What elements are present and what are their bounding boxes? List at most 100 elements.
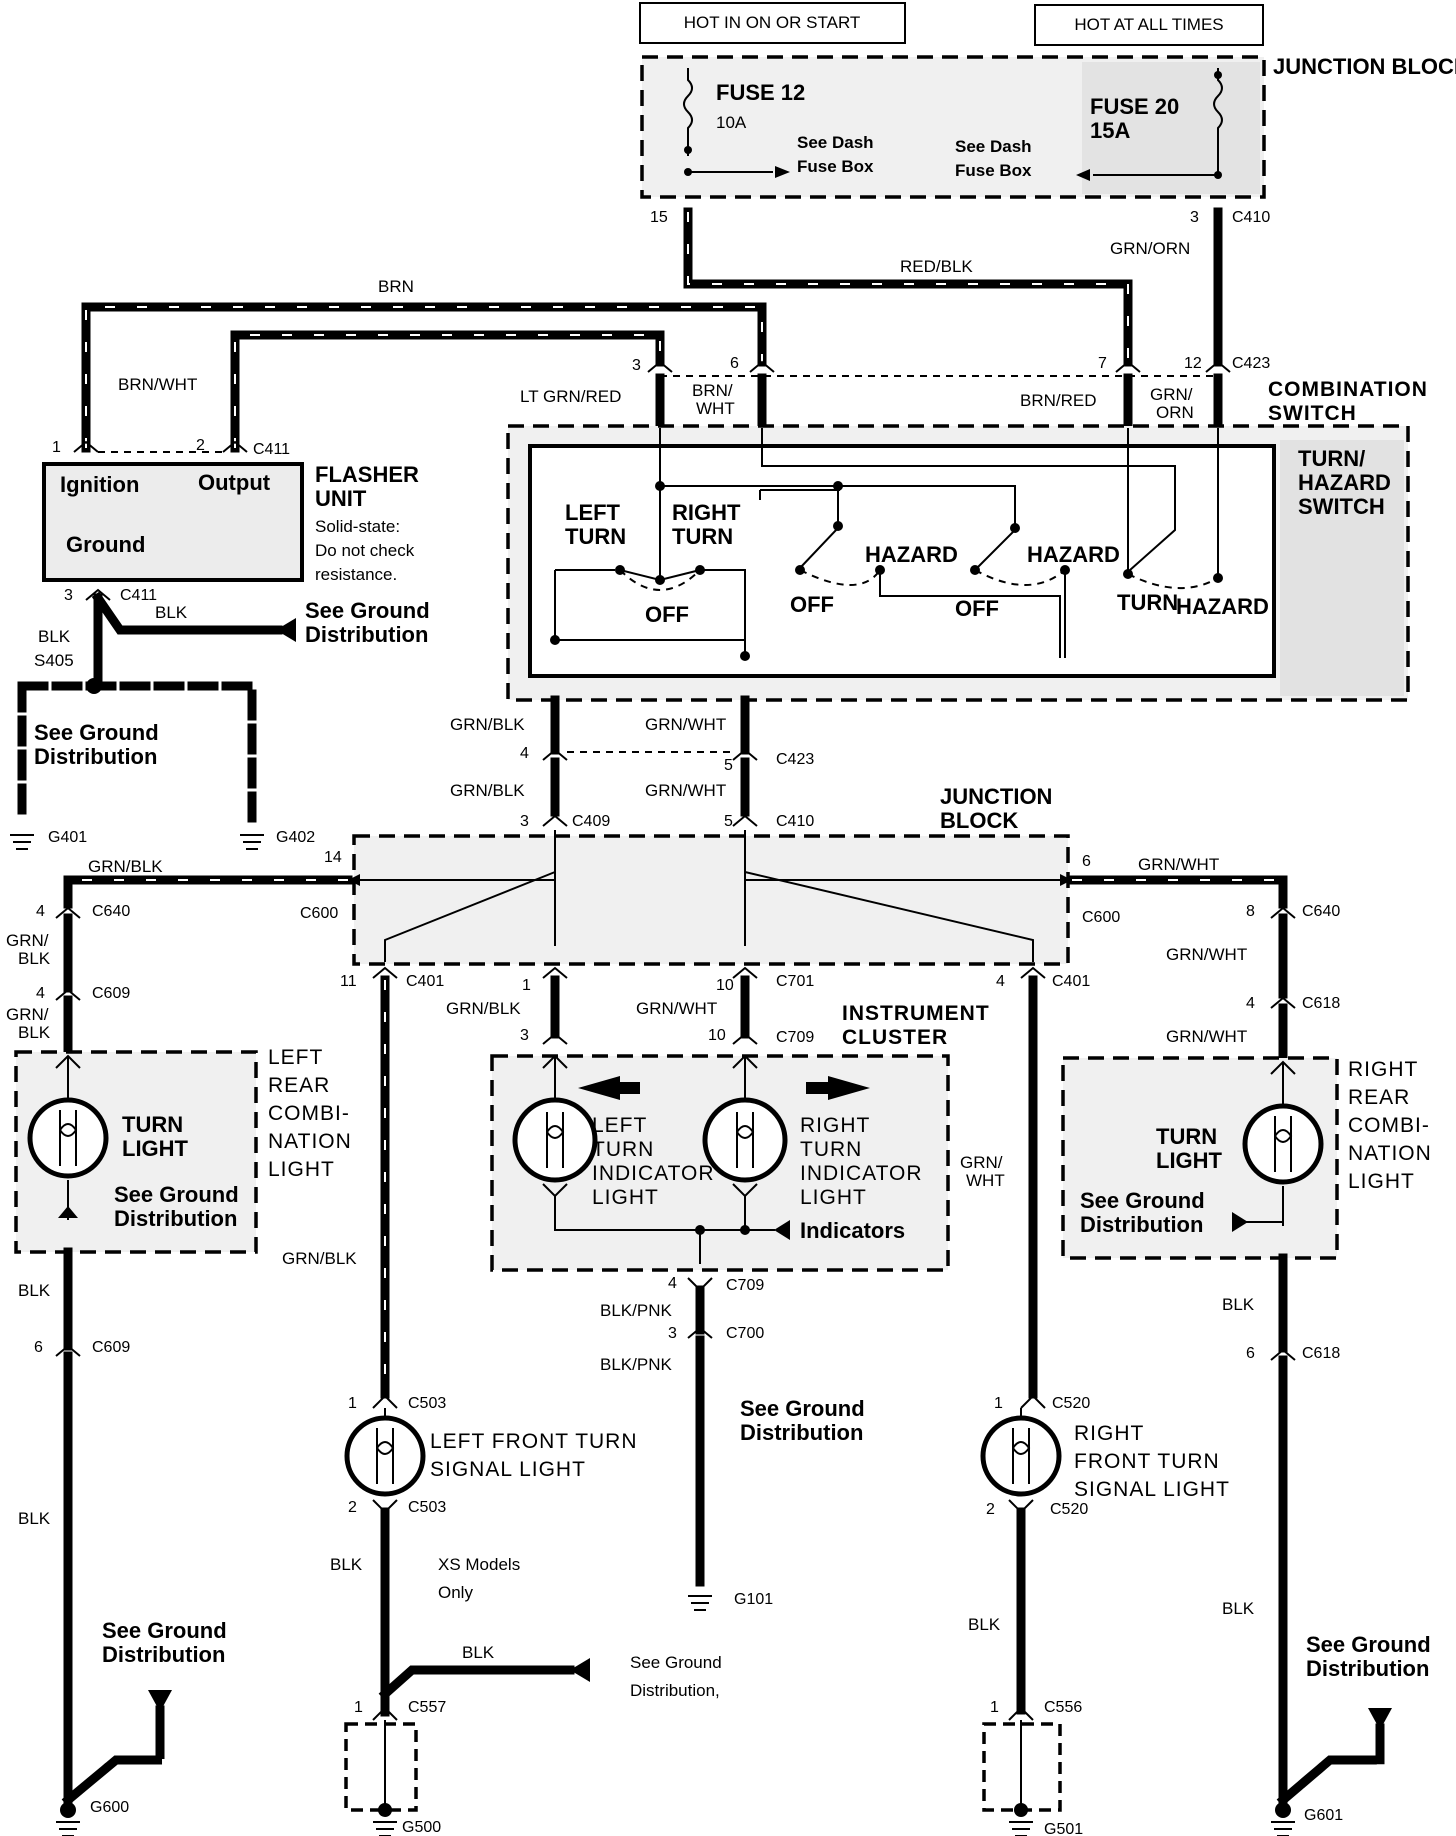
svg-text:C609: C609 (92, 1339, 130, 1356)
svg-text:GRN/WHT: GRN/WHT (1138, 855, 1219, 874)
svg-text:RED/BLK: RED/BLK (900, 257, 973, 276)
svg-text:6: 6 (34, 1339, 43, 1356)
svg-text:C709: C709 (776, 1029, 814, 1046)
svg-text:CLUSTER: CLUSTER (842, 1026, 948, 1049)
svg-text:resistance.: resistance. (315, 565, 397, 584)
svg-text:INDICATOR: INDICATOR (800, 1162, 923, 1185)
svg-text:G402: G402 (276, 829, 315, 846)
svg-text:HAZARD: HAZARD (1298, 470, 1391, 495)
svg-text:REAR: REAR (268, 1074, 330, 1097)
svg-text:BRN/RED: BRN/RED (1020, 391, 1097, 410)
svg-text:LEFT: LEFT (592, 1114, 647, 1137)
svg-text:C700: C700 (726, 1325, 764, 1342)
svg-text:HAZARD: HAZARD (1176, 594, 1269, 619)
svg-text:4: 4 (36, 903, 45, 920)
svg-text:C520: C520 (1052, 1395, 1090, 1412)
svg-text:3: 3 (64, 587, 73, 604)
svg-text:1: 1 (522, 977, 531, 994)
left-front-turn-signal-light: GRN/BLK 1 C503 LEFT FRONT TURN SIGNAL LI… (282, 975, 722, 1836)
svg-text:C600: C600 (300, 905, 338, 922)
svg-text:C557: C557 (408, 1699, 446, 1716)
svg-text:BLK: BLK (18, 949, 51, 968)
svg-text:ORN: ORN (1156, 403, 1194, 422)
svg-text:LIGHT: LIGHT (268, 1158, 335, 1181)
svg-text:COMBI-: COMBI- (268, 1102, 350, 1125)
svg-text:C423: C423 (776, 751, 814, 768)
left-rear-combination-light: GRN/BLK 4 C640 GRN/ BLK 4 C609 GRN/ BLK … (6, 857, 353, 1836)
svg-text:GRN/WHT: GRN/WHT (1166, 945, 1247, 964)
svg-text:BLK: BLK (330, 1555, 363, 1574)
svg-text:LEFT: LEFT (565, 500, 621, 525)
svg-text:BLK: BLK (968, 1615, 1001, 1634)
svg-text:3: 3 (1190, 209, 1199, 226)
svg-text:BLK: BLK (18, 1281, 51, 1300)
svg-text:4: 4 (668, 1275, 677, 1292)
svg-text:TURN: TURN (592, 1138, 654, 1161)
svg-text:TURN: TURN (122, 1112, 183, 1137)
svg-text:C410: C410 (776, 813, 814, 830)
svg-text:JUNCTION: JUNCTION (940, 784, 1052, 809)
svg-text:2: 2 (348, 1499, 357, 1516)
svg-text:LIGHT: LIGHT (1156, 1148, 1223, 1173)
svg-text:BLK: BLK (18, 1023, 51, 1042)
svg-text:GRN/BLK: GRN/BLK (450, 781, 525, 800)
svg-text:XS Models: XS Models (438, 1555, 520, 1574)
svg-text:NATION: NATION (268, 1130, 352, 1153)
svg-text:BLK: BLK (1222, 1599, 1255, 1618)
svg-text:G500: G500 (402, 1819, 441, 1836)
svg-text:5: 5 (724, 757, 733, 774)
svg-text:Indicators: Indicators (800, 1218, 905, 1243)
svg-text:GRN/WHT: GRN/WHT (645, 715, 726, 734)
svg-text:TURN: TURN (672, 524, 733, 549)
svg-text:G600: G600 (90, 1799, 129, 1816)
svg-text:C503: C503 (408, 1395, 446, 1412)
svg-text:BLK: BLK (462, 1643, 495, 1662)
svg-text:C401: C401 (406, 973, 444, 990)
svg-text:BLK: BLK (18, 1509, 51, 1528)
svg-text:G401: G401 (48, 829, 87, 846)
svg-text:See Ground: See Ground (305, 598, 430, 623)
svg-text:LEFT: LEFT (268, 1046, 323, 1069)
svg-text:GRN/ORN: GRN/ORN (1110, 239, 1190, 258)
svg-text:See Ground: See Ground (34, 720, 159, 745)
svg-text:4: 4 (36, 985, 45, 1002)
svg-text:C423: C423 (1232, 355, 1270, 372)
svg-text:Fuse Box: Fuse Box (955, 161, 1032, 180)
svg-text:SWITCH: SWITCH (1268, 402, 1357, 425)
svg-text:See Ground: See Ground (114, 1182, 239, 1207)
svg-text:INSTRUMENT: INSTRUMENT (842, 1002, 990, 1025)
svg-text:Fuse Box: Fuse Box (797, 157, 874, 176)
svg-text:6: 6 (1246, 1345, 1255, 1362)
c423-top-connector: 3 6 7 12 C423 (632, 355, 1270, 377)
svg-text:SIGNAL LIGHT: SIGNAL LIGHT (1074, 1478, 1230, 1501)
svg-text:Ground: Ground (66, 532, 145, 557)
hot-at-all-times-label: HOT AT ALL TIMES (1034, 4, 1264, 46)
fuse-20-symbol (1093, 68, 1223, 176)
svg-text:14: 14 (324, 849, 342, 866)
svg-text:4: 4 (996, 973, 1005, 990)
svg-text:Distribution: Distribution (114, 1206, 237, 1231)
svg-text:7: 7 (1098, 355, 1107, 372)
svg-text:HAZARD: HAZARD (1027, 542, 1120, 567)
svg-text:FLASHER: FLASHER (315, 462, 419, 487)
svg-text:4: 4 (520, 745, 529, 762)
instrument-cluster: GRN/BLK GRN/WHT 3 10 C709 INSTRUMENT CLU… (446, 975, 990, 1611)
svg-text:Distribution: Distribution (34, 744, 157, 769)
see-ground-distribution-comma: Distribution, (630, 1681, 720, 1700)
svg-text:S405: S405 (34, 651, 74, 670)
combination-switch-wires: LT GRN/RED BRN/ WHT BRN/RED GRN/ ORN (520, 373, 1223, 433)
svg-text:1: 1 (990, 1699, 999, 1716)
svg-text:10: 10 (716, 977, 734, 994)
svg-text:1: 1 (994, 1395, 1003, 1412)
svg-text:C600: C600 (1082, 909, 1120, 926)
fuse-12-rating: 10A (716, 113, 747, 132)
svg-text:Only: Only (438, 1583, 473, 1602)
svg-text:2: 2 (196, 437, 205, 454)
svg-text:RIGHT: RIGHT (1348, 1058, 1418, 1081)
svg-text:REAR: REAR (1348, 1086, 1410, 1109)
svg-text:C411: C411 (253, 441, 290, 458)
svg-text:C556: C556 (1044, 1699, 1082, 1716)
svg-text:Distribution: Distribution (740, 1420, 863, 1445)
svg-text:1: 1 (348, 1395, 357, 1412)
